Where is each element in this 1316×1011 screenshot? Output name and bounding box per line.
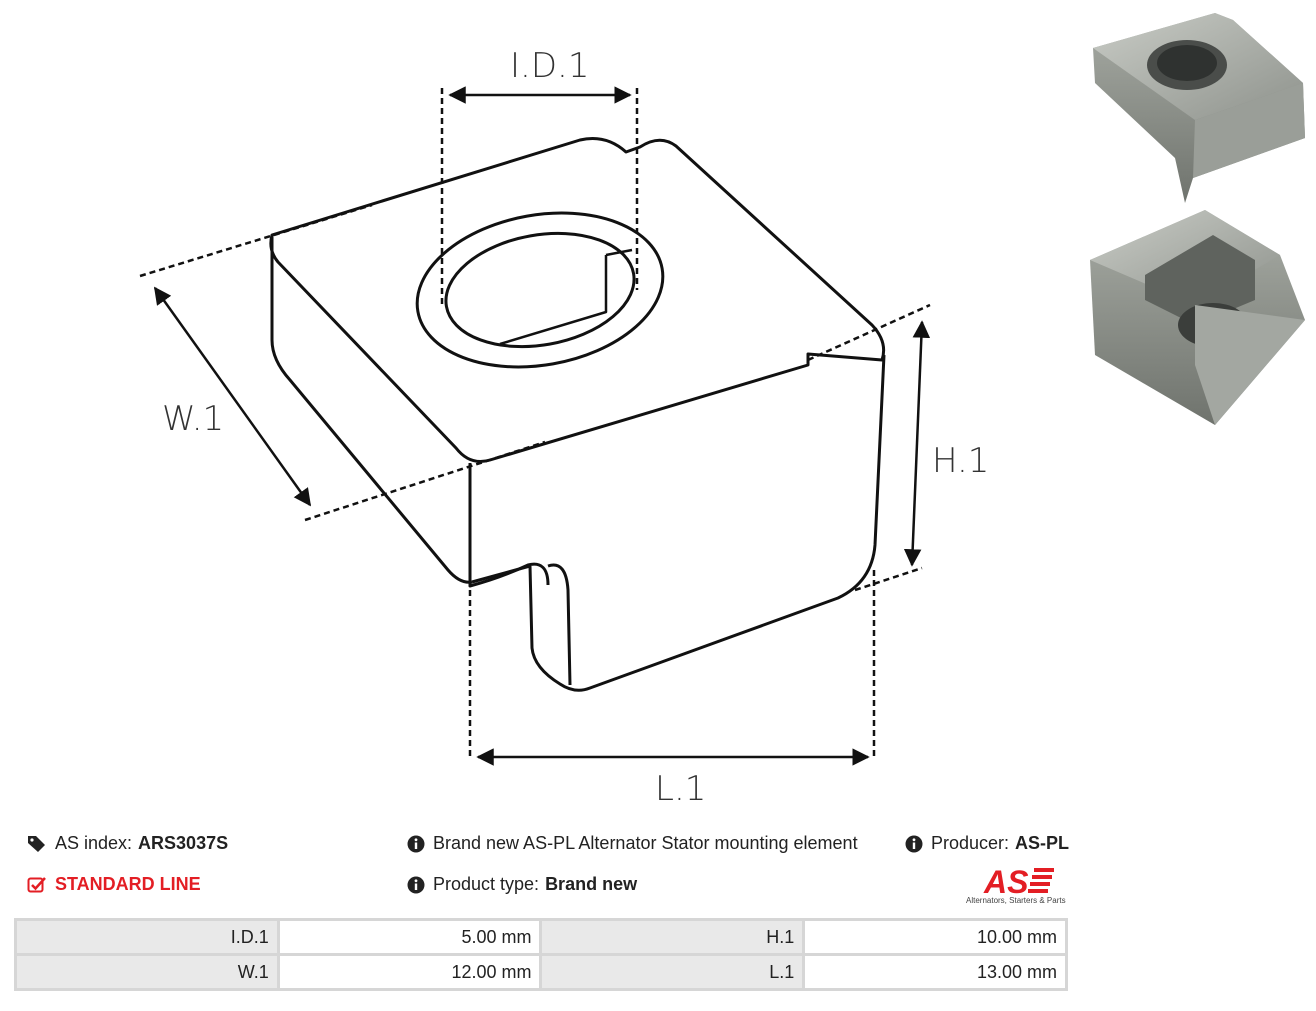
spec-value: 12.00 mm bbox=[276, 953, 543, 991]
table-row: W.1 12.00 mm L.1 13.00 mm bbox=[14, 953, 1068, 991]
logo-text: AS bbox=[983, 864, 1029, 897]
standard-line-row: STANDARD LINE bbox=[27, 874, 201, 895]
spec-label: W.1 bbox=[14, 953, 280, 991]
spec-label: I.D.1 bbox=[14, 918, 280, 956]
tags-icon bbox=[27, 835, 47, 853]
block-top-face bbox=[269, 137, 886, 463]
spec-label: H.1 bbox=[539, 918, 806, 956]
logo-tagline: Alternators, Starters & Parts bbox=[966, 896, 1066, 905]
description-text: Brand new AS-PL Alternator Stator mounti… bbox=[433, 833, 858, 853]
standard-line-label: STANDARD LINE bbox=[55, 874, 201, 894]
table-row: I.D.1 5.00 mm H.1 10.00 mm bbox=[14, 918, 1068, 956]
producer-row: Producer:AS-PL bbox=[905, 833, 1069, 854]
specs-table: I.D.1 5.00 mm H.1 10.00 mm W.1 12.00 mm … bbox=[14, 918, 1068, 991]
spec-value: 13.00 mm bbox=[802, 953, 1068, 991]
info-circle-icon bbox=[407, 835, 425, 853]
as-pl-logo: AS Alternators, Starters & Parts bbox=[962, 863, 1070, 909]
product-type-row: Product type:Brand new bbox=[407, 874, 637, 895]
label-length: L.1 bbox=[655, 769, 706, 809]
block-slot bbox=[528, 354, 886, 692]
label-width: W.1 bbox=[162, 399, 224, 439]
logo-mark: AS bbox=[983, 864, 1054, 900]
spec-value: 10.00 mm bbox=[802, 918, 1068, 956]
label-height: H.1 bbox=[932, 441, 989, 481]
block-front-face bbox=[468, 463, 550, 588]
producer-value: AS-PL bbox=[1015, 833, 1070, 853]
spec-value: 5.00 mm bbox=[276, 918, 543, 956]
info-circle-icon bbox=[905, 835, 923, 853]
bore-outer bbox=[415, 211, 665, 369]
producer-label: Producer: bbox=[931, 833, 1010, 853]
width-arrow bbox=[153, 286, 312, 507]
bore-inner bbox=[444, 231, 636, 349]
info-circle-icon bbox=[407, 876, 425, 894]
spec-label: L.1 bbox=[539, 953, 806, 991]
check-square-icon bbox=[27, 876, 47, 894]
label-id: I.D.1 bbox=[510, 46, 589, 86]
technical-drawing: I.D.1 W.1 H.1 L.1 bbox=[139, 46, 989, 809]
product-photo-top bbox=[1093, 13, 1305, 203]
product-photo-bottom bbox=[1090, 210, 1305, 425]
as-index: AS index:ARS3037S bbox=[27, 833, 228, 854]
description-row: Brand new AS-PL Alternator Stator mounti… bbox=[407, 833, 858, 854]
as-index-label: AS index: bbox=[55, 833, 133, 853]
product-type-value: Brand new bbox=[545, 874, 638, 894]
product-type-label: Product type: bbox=[433, 874, 540, 894]
height-arrow bbox=[903, 320, 931, 567]
as-index-value: ARS3037S bbox=[138, 833, 229, 853]
